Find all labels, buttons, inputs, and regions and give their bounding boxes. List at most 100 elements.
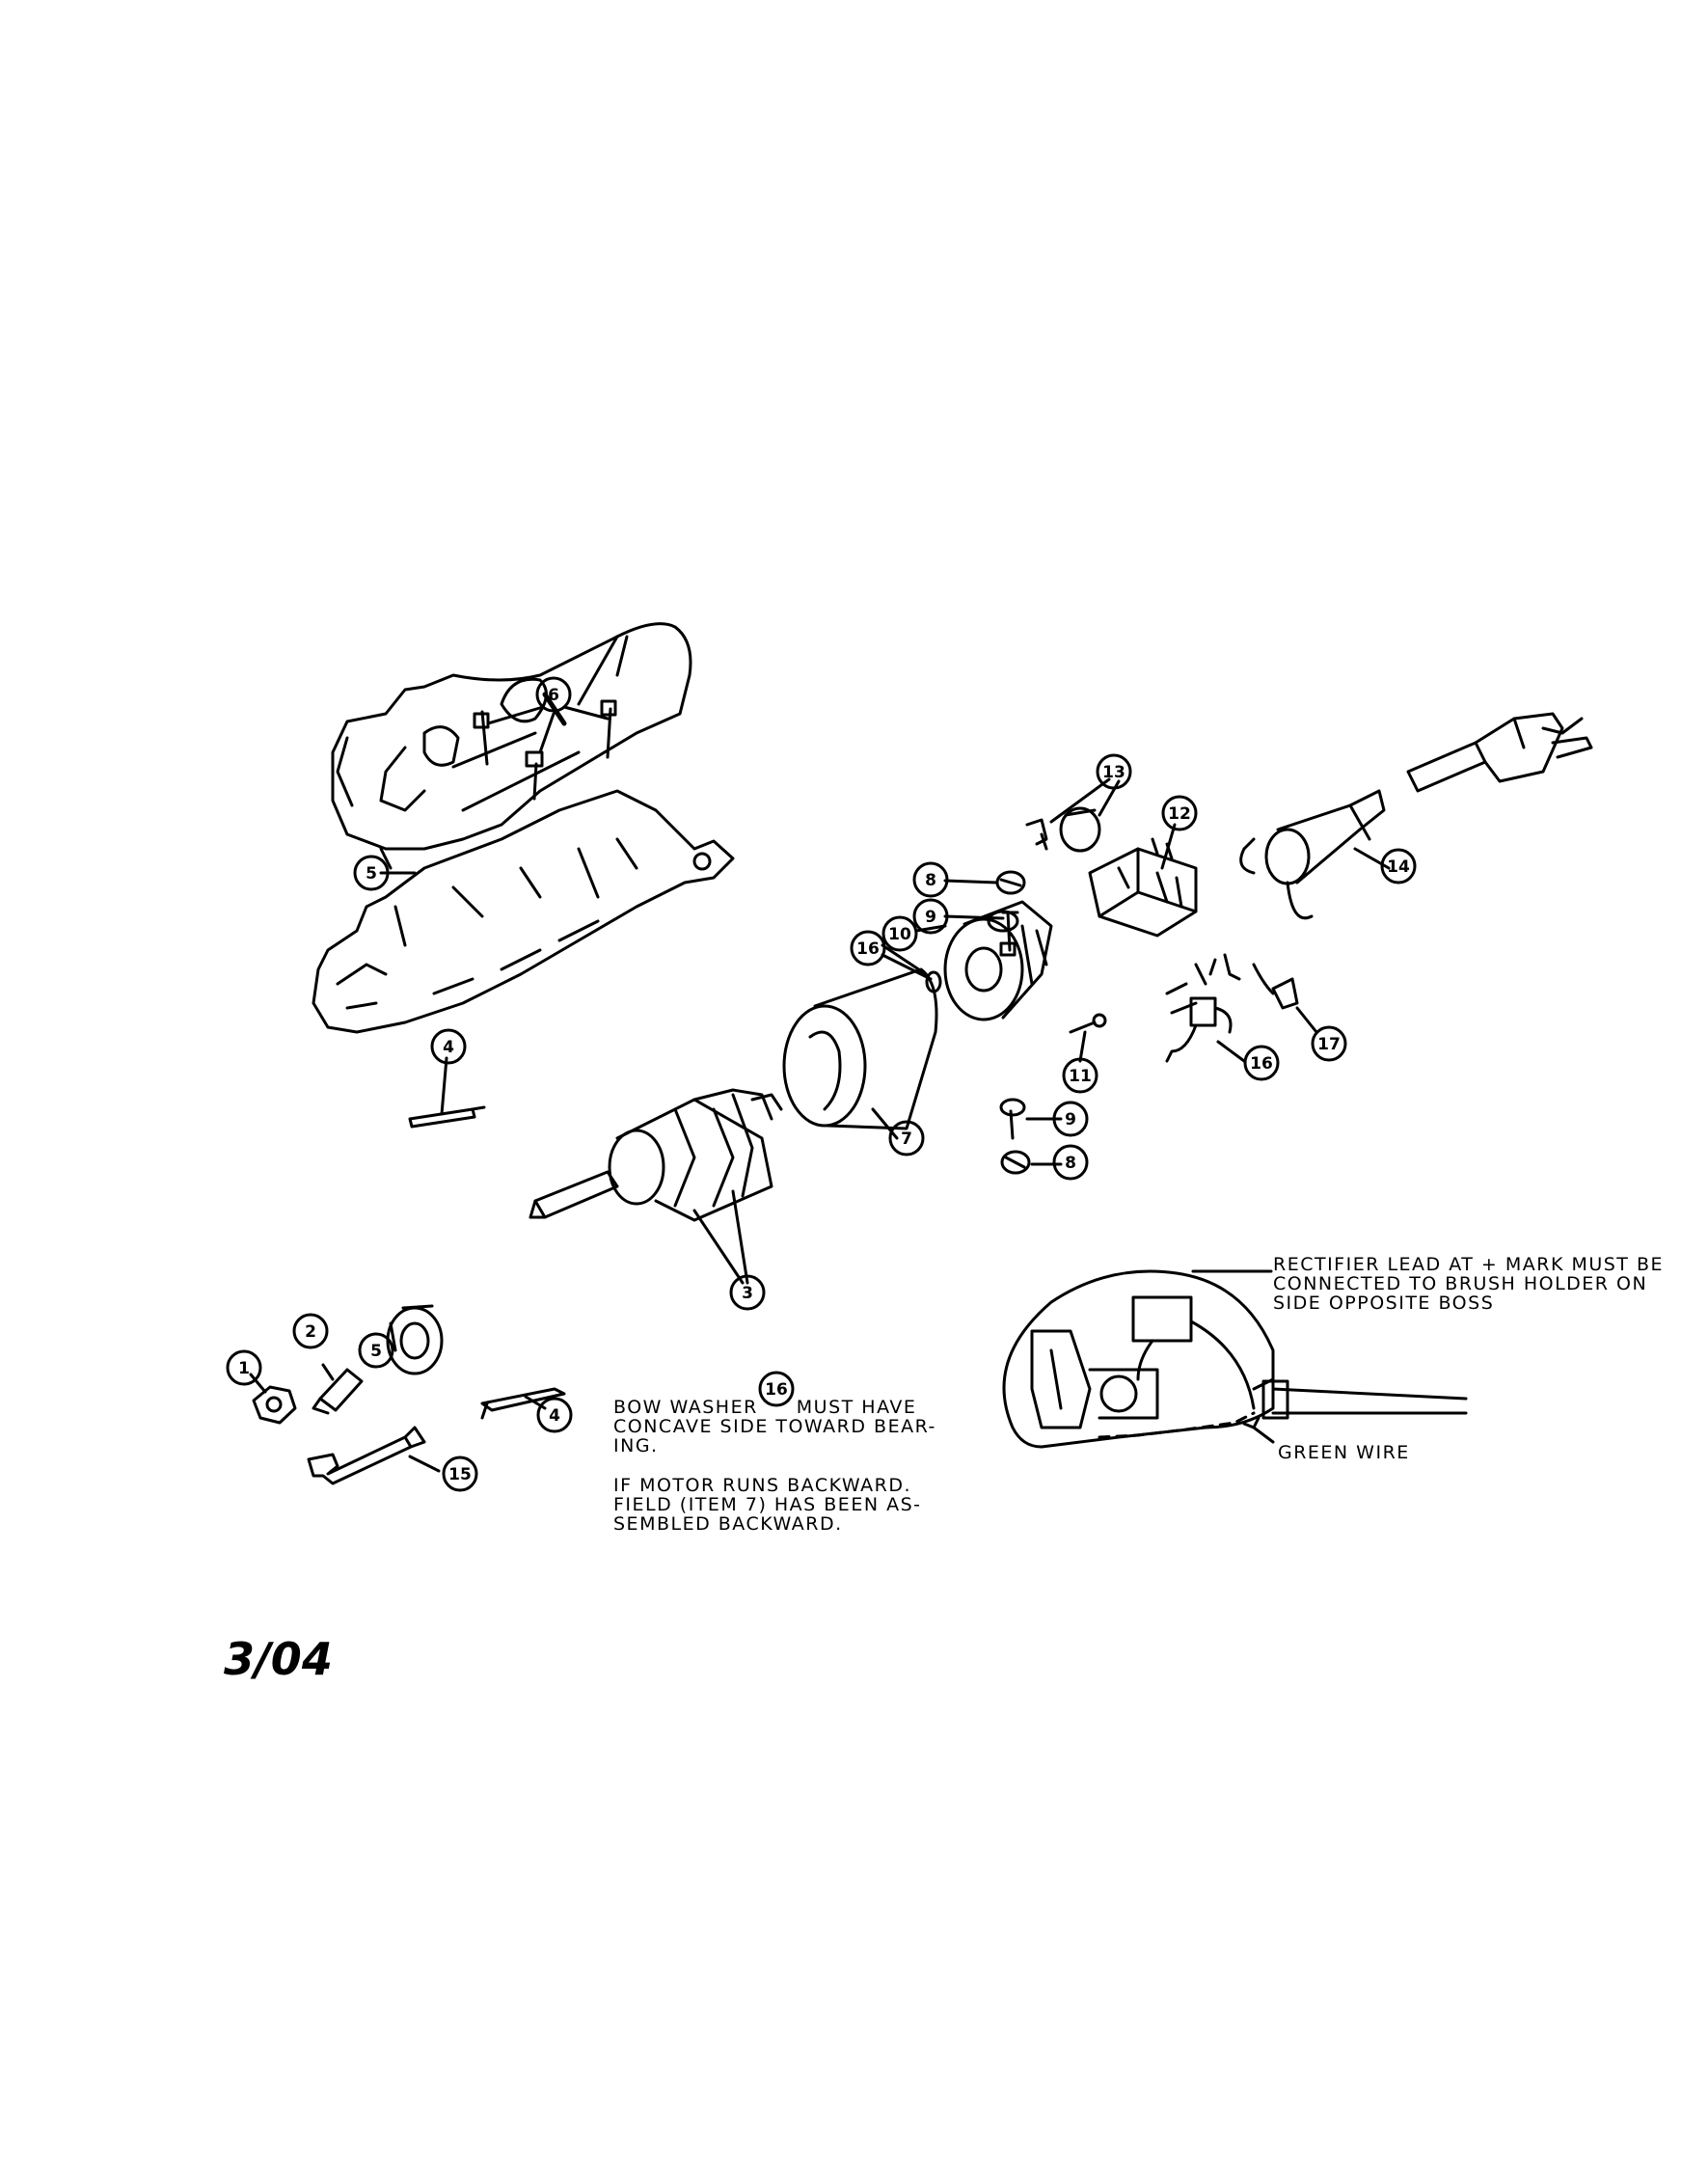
callout-number: 14 [1387, 857, 1410, 877]
callout-circle [353, 855, 390, 891]
leader-arrow-green-wire [1242, 1416, 1261, 1429]
callout-11: 11 [1062, 1057, 1098, 1094]
green-wire-label: GREEN WIRE [1278, 1442, 1410, 1463]
callout-10: 10 [881, 915, 918, 952]
callout-circle [1062, 1057, 1098, 1094]
bow-washer-note: BOW WASHER MUST HAVE CONCAVE SIDE TOWARD … [613, 1398, 936, 1456]
callout-6: 6 [535, 676, 572, 713]
leader-line-17 [1295, 1006, 1318, 1034]
callout-12: 12 [1161, 795, 1198, 831]
callout-number: 5 [370, 1342, 382, 1361]
callout-3: 3 [729, 1274, 766, 1311]
leader-line-1 [249, 1373, 267, 1394]
callout-16: 16 [1243, 1045, 1280, 1081]
screw-part-9-top [999, 911, 1019, 957]
callout-circle [1243, 1045, 1280, 1081]
leader-line-7 [871, 1107, 899, 1140]
bow-washer-note-ref-circle [758, 1371, 795, 1407]
rectifier-note-line-1: RECTIFIER LEAD AT + MARK MUST BE [1273, 1254, 1664, 1275]
callout-number: 8 [925, 871, 936, 890]
rectifier-note-line-3: SIDE OPPOSITE BOSS [1273, 1293, 1495, 1314]
plug [1406, 712, 1593, 793]
callout-circle [442, 1456, 478, 1492]
bow-washer-note-line-3: ING. [613, 1435, 659, 1456]
leader-line-9-top [943, 914, 1005, 920]
leader-line-green-wire [1252, 1426, 1275, 1444]
wrench-part-15 [307, 1426, 426, 1485]
callout-circle [1311, 1025, 1347, 1062]
collet-nut-part-1 [252, 1385, 297, 1425]
callout-number: 4 [549, 1406, 560, 1426]
callout-circle [1096, 753, 1132, 790]
leader-line-16-left [881, 943, 933, 981]
rectifier-part-16 [1165, 958, 1233, 1063]
motor-backward-note: IF MOTOR RUNS BACKWARD. FIELD (ITEM 7) H… [613, 1476, 922, 1534]
callout-17: 17 [1311, 1025, 1347, 1062]
leader-lines-3 [692, 1189, 749, 1285]
callout-circle [292, 1313, 329, 1349]
callout-14: 14 [1380, 848, 1417, 884]
switch-part-12 [1088, 837, 1198, 938]
callout-number: 15 [448, 1465, 472, 1484]
leader-line-15 [408, 1455, 441, 1473]
leader-line-12 [1160, 823, 1177, 870]
callout-15: 15 [442, 1456, 478, 1492]
callout-4: 4 [536, 1397, 573, 1433]
callout-number: 10 [888, 925, 911, 944]
callout-8: 8 [1052, 1144, 1089, 1181]
callout-circle [1052, 1144, 1089, 1181]
callout-circle [912, 861, 949, 898]
bearing-part-3 [386, 1304, 444, 1375]
field-part-7 [782, 967, 938, 1130]
callout-8: 8 [912, 861, 949, 898]
collet-part-2 [312, 1368, 364, 1415]
leader-line-5a [379, 847, 393, 870]
callout-9: 9 [1052, 1101, 1089, 1137]
callout-number: 4 [443, 1038, 454, 1057]
rectifier-note-line-2: CONNECTED TO BRUSH HOLDER ON [1273, 1273, 1648, 1294]
callout-number: 5 [366, 864, 377, 884]
lower-housing-part-5 [312, 789, 735, 1034]
leader-line-2 [321, 1363, 335, 1381]
callout-circle [1161, 795, 1198, 831]
brush-strip-part-4-lower [480, 1387, 566, 1420]
callout-number: 2 [305, 1322, 316, 1342]
brush-strip-part-4-upper [408, 1105, 486, 1129]
callout-13: 13 [1096, 753, 1132, 790]
callout-2: 2 [292, 1313, 329, 1349]
callout-number: 17 [1317, 1035, 1341, 1054]
callout-circle [358, 1332, 394, 1369]
callout-number: 16 [856, 939, 880, 959]
brush-part-13 [1025, 806, 1101, 853]
callout-7: 7 [888, 1120, 925, 1157]
callout-5: 5 [358, 1332, 394, 1369]
callout-circle [729, 1274, 766, 1311]
callout-1: 1 [226, 1349, 262, 1386]
bow-washer-note-line-1b: MUST HAVE [796, 1397, 917, 1418]
screw-part-8-top [995, 870, 1026, 895]
callout-circle [535, 676, 572, 713]
callout-circle [881, 915, 918, 952]
bow-washer-note-line-2: CONCAVE SIDE TOWARD BEAR- [613, 1416, 936, 1437]
callout-16: 16 [850, 930, 886, 966]
wire-nut-part-17 [1223, 953, 1299, 1010]
upper-housing-part-5 [331, 622, 692, 851]
callout-9: 9 [912, 898, 949, 935]
callout-number: 6 [548, 686, 559, 705]
callout-5: 5 [353, 855, 390, 891]
bow-washer-note-line-1: BOW WASHER [613, 1397, 758, 1418]
bow-washer-note-ref-circle-group: 16 [758, 1371, 795, 1407]
callout-number: 7 [901, 1129, 912, 1149]
callout-number: 11 [1069, 1067, 1092, 1086]
callout-number: 9 [1065, 1110, 1076, 1129]
screw-part-9-bottom [999, 1098, 1026, 1140]
leader-line-16-right [1216, 1040, 1246, 1063]
callout-circle [536, 1397, 573, 1433]
callout-circle [1380, 848, 1417, 884]
rectifier-note: RECTIFIER LEAD AT + MARK MUST BE CONNECT… [1273, 1255, 1664, 1313]
callout-number: 9 [925, 908, 936, 927]
motor-backward-note-line-1: IF MOTOR RUNS BACKWARD. [613, 1475, 912, 1496]
callout-number: 1 [238, 1359, 250, 1378]
